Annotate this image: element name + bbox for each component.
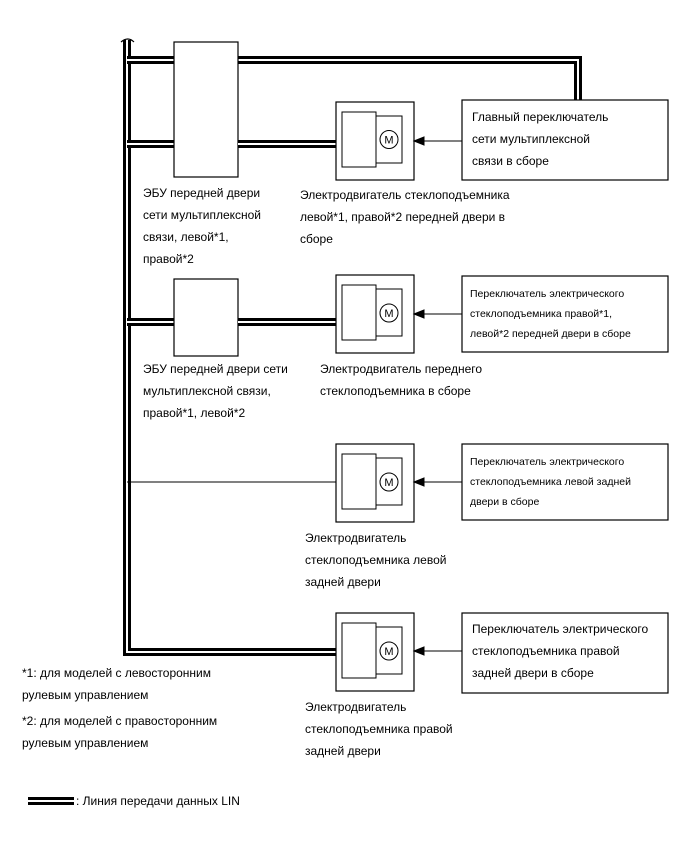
switch-label-2: Переключатель электрического стеклоподъе…	[470, 288, 631, 340]
motor-icon	[379, 641, 399, 661]
switch-label-4: Переключатель электрического стеклоподъе…	[472, 622, 649, 680]
arrow-left-icon	[412, 309, 425, 319]
motor-assembly-3: M	[335, 443, 415, 523]
switch-label-3: Переключатель электрического стеклоподъе…	[470, 456, 631, 508]
footnote-2: *2: для моделей с правосторонним рулевым…	[22, 714, 218, 750]
motor-icon	[379, 472, 399, 492]
main-lin-bus	[120, 38, 336, 656]
motor-icon	[379, 303, 399, 323]
ecu-left-label: ЭБУ передней двери сети мультиплексной с…	[143, 186, 262, 266]
switch-box-1	[461, 99, 669, 181]
motor-label-3: Электродвигатель стеклоподъемника левой …	[305, 531, 447, 589]
ecu-link-overlays	[238, 140, 336, 326]
switch-label-1: Главный переключатель сети мультиплексно…	[472, 110, 609, 168]
motor-icon	[379, 130, 399, 149]
ecu-left-box	[173, 41, 239, 178]
motor-assembly-4: M	[335, 612, 415, 692]
switch-box-3	[461, 443, 669, 521]
ecu-right-label: ЭБУ передней двери сети мультиплексной с…	[143, 362, 288, 420]
arrow-left-icon	[412, 477, 425, 487]
ecu-right-box	[173, 278, 239, 357]
arrow-left-icon	[412, 136, 425, 146]
switch-box-2	[461, 275, 669, 353]
motor-label-1: Электродвигатель стеклоподъемника левой*…	[300, 188, 510, 246]
motor-symbol: M	[384, 135, 393, 147]
legend-label: : Линия передачи данных LIN	[76, 794, 240, 808]
signal-arrows	[412, 136, 462, 656]
footnote-1: *1: для моделей с левосторонним рулевым …	[22, 666, 212, 702]
top-lin-bus	[127, 56, 582, 100]
motor-symbol: M	[384, 646, 393, 658]
switch-box-4	[461, 612, 669, 694]
motor-label-4: Электродвигатель стеклоподъемника правой…	[305, 700, 453, 758]
motor-assembly-2: M	[335, 274, 415, 354]
motor-symbol: M	[384, 308, 393, 320]
motor-assembly-1: M	[335, 101, 415, 181]
motor-label-2: Электродвигатель переднего стеклоподъемн…	[320, 362, 483, 398]
motor-symbol: M	[384, 477, 393, 489]
arrow-left-icon	[412, 646, 425, 656]
